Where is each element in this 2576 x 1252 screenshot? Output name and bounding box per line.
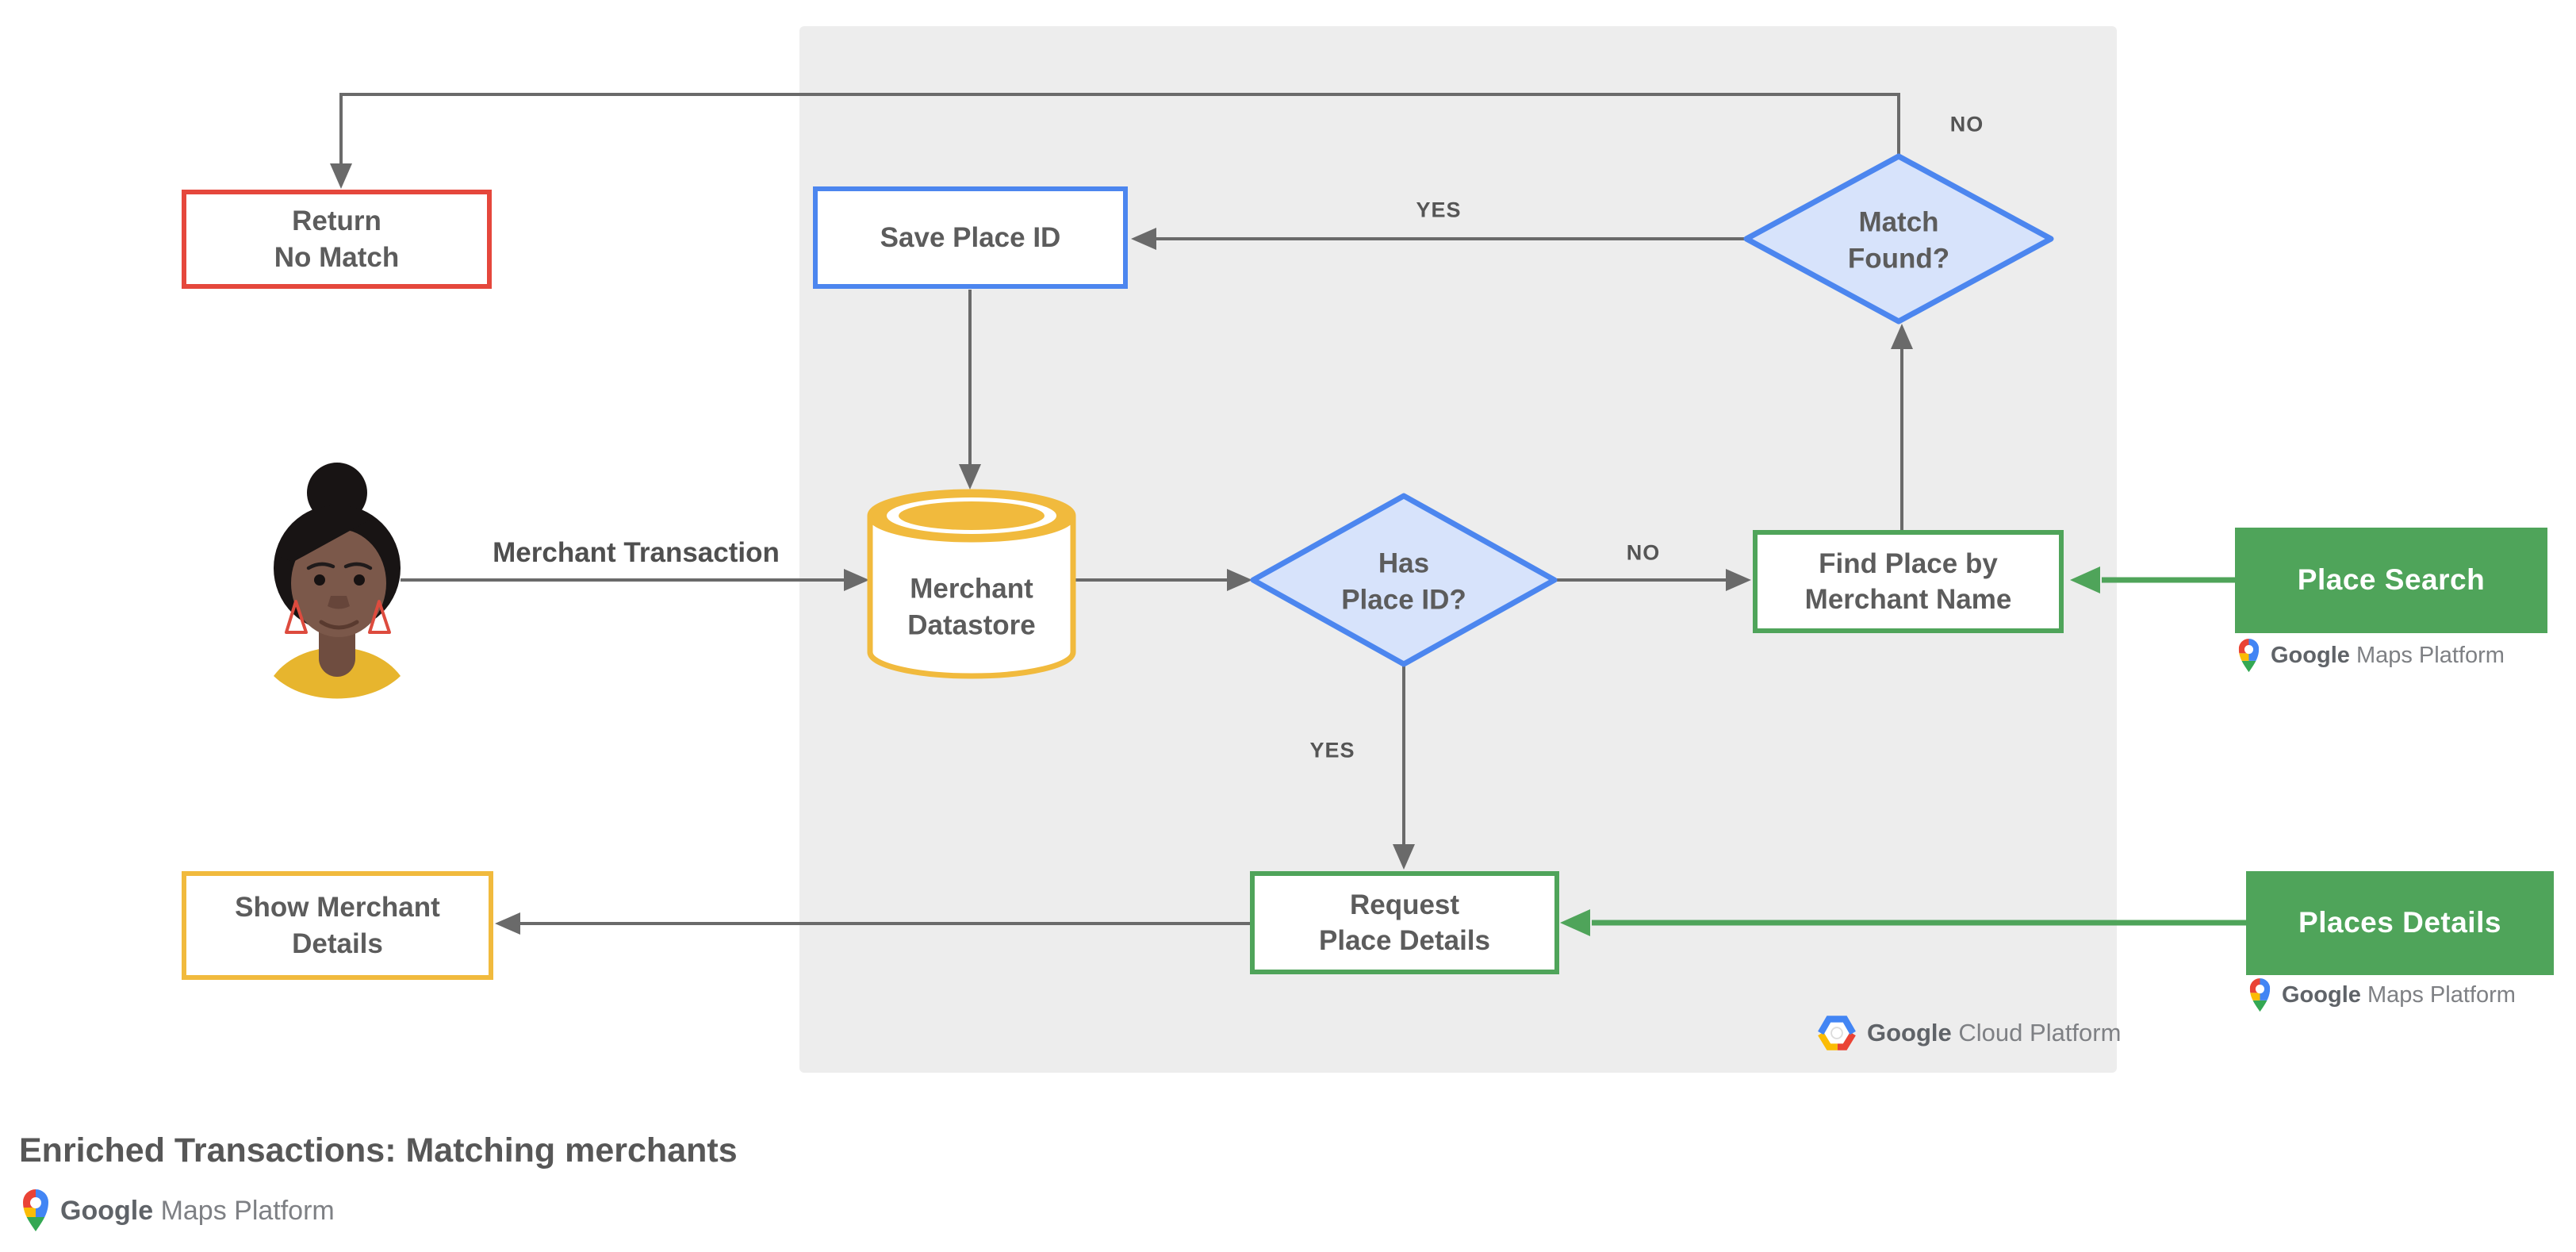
google-maps-pin-icon xyxy=(2249,977,2271,1012)
page-title: Enriched Transactions: Matching merchant… xyxy=(19,1131,738,1169)
decision-has-place-id xyxy=(1250,493,1558,667)
merchant-user-avatar xyxy=(274,463,401,699)
arrowhead-into-show xyxy=(495,912,520,935)
datastore-cylinder-label: Merchant Datastore xyxy=(907,573,1036,641)
google-maps-platform-logo-footer: Google Maps Platform xyxy=(22,1188,335,1234)
node-places-details-api: Places Details xyxy=(2246,871,2554,975)
hexagon-center-circle xyxy=(1830,1027,1843,1039)
hexagon-yellow-segment xyxy=(1818,1031,1838,1050)
arrowhead-into-hasplaceid xyxy=(1227,569,1252,591)
edge-label-no-mid: NO xyxy=(1626,540,1661,565)
arrowhead-into-request xyxy=(1393,844,1415,870)
avatar-eyebrow-left xyxy=(306,562,335,570)
google-maps-platform-logo-place-search: Google Maps Platform xyxy=(2238,637,2505,674)
node-places-details-label: Places Details xyxy=(2298,906,2501,939)
decision-has-place-id-label: Has Place ID? xyxy=(1341,547,1466,616)
cylinder-top-center xyxy=(899,501,1045,530)
avatar-earring-right xyxy=(368,600,391,634)
gmp-google-text: Google xyxy=(2271,642,2350,668)
edge-label-no-top: NO xyxy=(1949,112,1984,136)
gray-connectors xyxy=(339,93,1903,925)
node-return-no-match: Return No Match xyxy=(182,190,492,289)
arrowhead-green-findplace xyxy=(2070,566,2100,593)
google-cloud-platform-logo: Google Cloud Platform xyxy=(1818,1012,2121,1054)
avatar-eye-right xyxy=(354,574,365,586)
node-find-place-label: Find Place by Merchant Name xyxy=(1804,547,2012,616)
node-place-search-label: Place Search xyxy=(2297,563,2486,597)
edge-matchfound-no-to-return xyxy=(339,93,1900,167)
arrowhead-into-save xyxy=(1131,228,1156,250)
google-cloud-platform-wordmark: Google Cloud Platform xyxy=(1867,1019,2121,1047)
gmp-google-text: Google xyxy=(2282,981,2361,1008)
cylinder-body xyxy=(867,516,1076,679)
avatar-hair-fringe xyxy=(275,505,374,562)
edge-label-yes-top: YES xyxy=(1416,198,1462,222)
gcp-product-text: Cloud Platform xyxy=(1958,1019,2122,1047)
arrowhead-into-findplace xyxy=(1726,569,1751,591)
node-save-place-id: Save Place ID xyxy=(813,186,1128,289)
gmp-wordmark: Google Maps Platform xyxy=(60,1196,335,1227)
gmp-google-text: Google xyxy=(60,1195,154,1226)
node-return-no-match-label: Return No Match xyxy=(274,205,400,273)
node-place-search-api: Place Search xyxy=(2235,528,2547,633)
node-show-merchant-details: Show Merchant Details xyxy=(182,871,493,980)
datastore-cylinder xyxy=(867,489,1076,679)
arrowhead-green-request xyxy=(1560,909,1590,936)
decision-match-found-label: Match Found? xyxy=(1847,206,1950,275)
edge-label-merchant-transaction: Merchant Transaction xyxy=(493,537,780,568)
avatar-earring-left xyxy=(285,600,308,634)
decision-match-found xyxy=(1743,153,2054,325)
gmp-product-text: Maps Platform xyxy=(160,1195,335,1226)
gmp-wordmark: Google Maps Platform xyxy=(2271,643,2505,669)
gmp-product-text: Maps Platform xyxy=(2367,981,2516,1008)
gmp-wordmark: Google Maps Platform xyxy=(2282,982,2516,1008)
google-cloud-hexagon-icon xyxy=(1818,1016,1856,1050)
hexagon-red-segment xyxy=(1837,1031,1856,1050)
node-save-place-id-label: Save Place ID xyxy=(880,221,1061,253)
edge-label-yes-mid: YES xyxy=(1309,738,1355,762)
google-maps-pin-icon xyxy=(2238,638,2260,672)
arrowhead-into-datastore-left xyxy=(844,569,869,591)
avatar-eyebrow-right xyxy=(343,562,373,570)
gmp-product-text: Maps Platform xyxy=(2356,642,2505,668)
google-maps-platform-logo-places-details: Google Maps Platform xyxy=(2249,977,2516,1013)
gcp-google-text: Google xyxy=(1867,1019,1952,1047)
google-maps-pin-icon xyxy=(23,1189,48,1231)
arrowhead-into-return xyxy=(330,163,352,189)
node-request-place-details: Request Place Details xyxy=(1250,871,1559,974)
node-request-place-details-label: Request Place Details xyxy=(1319,889,1490,957)
green-connectors xyxy=(1560,566,2246,936)
arrowhead-into-datastore xyxy=(959,464,981,490)
avatar-eye-left xyxy=(314,574,325,586)
arrowhead-into-matchfound xyxy=(1891,324,1913,349)
avatar-face xyxy=(291,529,386,637)
avatar-nose xyxy=(328,596,350,609)
avatar-mouth xyxy=(319,620,359,630)
hexagon-blue-segment xyxy=(1818,1016,1856,1035)
gray-arrowheads xyxy=(330,163,1913,935)
node-find-place-by-merchant-name: Find Place by Merchant Name xyxy=(1753,530,2064,633)
node-show-merchant-details-label: Show Merchant Details xyxy=(235,892,440,959)
